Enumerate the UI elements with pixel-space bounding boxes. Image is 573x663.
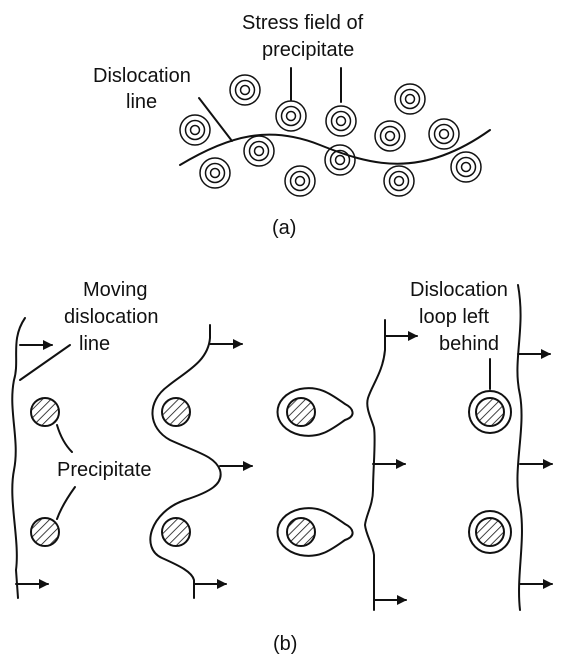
loop-label-line1: Dislocation: [410, 279, 508, 301]
stage-2: [149, 324, 253, 599]
stress-field-precipitate: [450, 151, 482, 183]
dislocation-line: [179, 129, 491, 166]
leader-to-line: [19, 344, 71, 381]
dislocation-loop: [276, 507, 354, 557]
precipitate: [30, 517, 60, 547]
precipitate: [286, 397, 316, 427]
dislocation-line: [364, 319, 386, 611]
stress-field-precipitate: [179, 114, 211, 146]
stage-3: [276, 319, 418, 611]
moving-dislocation-label-line1: Moving: [83, 279, 147, 301]
dislocation-line: [11, 317, 26, 599]
dislocation-line-label-line2: line: [126, 91, 157, 113]
moving-dislocation-label-line3: line: [79, 333, 110, 355]
precipitate-label: Precipitate: [57, 459, 152, 481]
dislocation-line: [516, 284, 523, 611]
precipitate: [475, 397, 505, 427]
stress-field-label-line1: Stress field of: [242, 12, 364, 34]
stress-field-precipitate: [394, 83, 426, 115]
dislocation-loop: [468, 390, 512, 434]
dislocation-loop: [276, 387, 354, 437]
precipitate: [161, 397, 191, 427]
caption-b: (b): [273, 633, 297, 655]
dislocation-line-label-line1: Dislocation: [93, 65, 191, 87]
stress-field-precipitate: [243, 135, 275, 167]
precipitate-leader: [56, 424, 73, 453]
stress-field-precipitate: [428, 118, 460, 150]
stress-field-precipitate: [229, 74, 261, 106]
dislocation-loop: [468, 510, 512, 554]
stage-1: [11, 317, 76, 599]
caption-a: (a): [272, 217, 296, 239]
stress-field-precipitate: [383, 165, 415, 197]
panel-b: Moving dislocation line Precipitate Disl…: [11, 279, 553, 655]
dislocation-leader: [198, 97, 233, 142]
stress-field-precipitate: [324, 144, 356, 176]
stress-field-precipitate: [199, 157, 231, 189]
precipitate: [286, 517, 316, 547]
dislocation-line: [149, 324, 222, 599]
precipitate-leader: [56, 486, 76, 520]
stage-4: [468, 284, 553, 611]
stress-field-precipitate: [284, 165, 316, 197]
loop-label-line3: behind: [439, 333, 499, 355]
stress-field-label-line2: precipitate: [262, 39, 354, 61]
panel-a: Stress field of precipitate Dislocation …: [93, 12, 491, 239]
loop-label-line2: loop left: [419, 306, 489, 328]
stress-field-precipitate: [374, 120, 406, 152]
precipitate: [475, 517, 505, 547]
precipitate: [161, 517, 191, 547]
stress-field-precipitate: [325, 105, 357, 137]
stress-field-precipitate: [275, 100, 307, 132]
moving-dislocation-label-line2: dislocation: [64, 306, 159, 328]
precipitate: [30, 397, 60, 427]
